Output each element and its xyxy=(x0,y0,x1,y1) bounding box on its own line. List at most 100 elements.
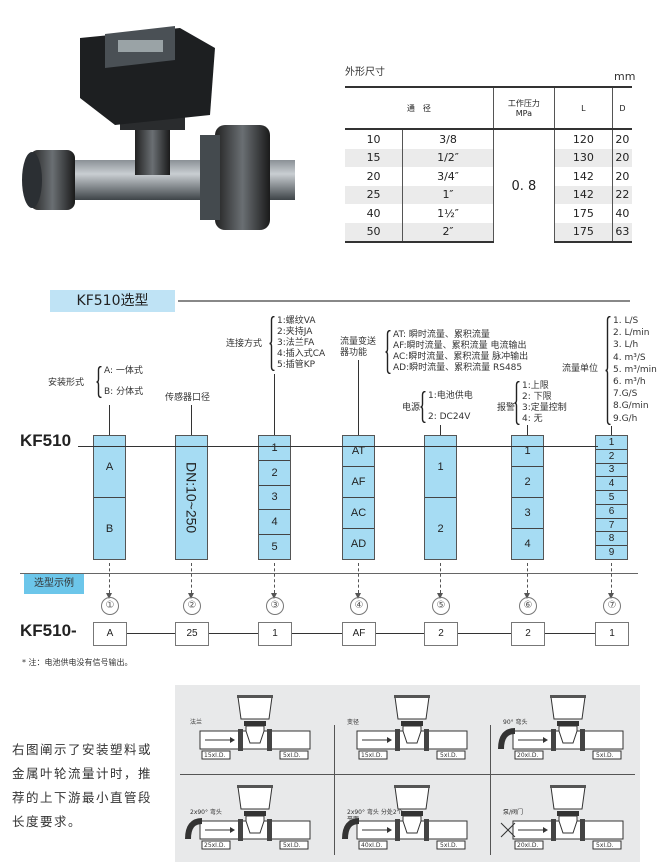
option-cell[interactable]: 3 xyxy=(596,462,627,477)
table-cell: 2″ xyxy=(402,222,494,243)
table-cell: 1½″ xyxy=(402,204,494,223)
option-cell[interactable]: 5 xyxy=(596,490,627,504)
option-cell[interactable]: 2 xyxy=(259,459,290,485)
example-value-box: 2 xyxy=(424,622,458,646)
table-cell: 120 xyxy=(553,129,613,149)
table-cell: 1/2″ xyxy=(402,148,494,167)
arrow-down-icon xyxy=(270,563,277,599)
option-text: 4:插入式CA xyxy=(277,349,326,359)
brace-icon xyxy=(514,381,520,425)
leader-line xyxy=(611,426,612,435)
arrow-down-icon xyxy=(436,563,443,599)
option-text: 5:插管KP xyxy=(277,360,316,370)
option-text: AD:瞬时流量、累积流量 RS485 xyxy=(393,363,523,373)
option-column: DN:10~250 xyxy=(175,435,208,560)
downstream-length: 5xI.D. xyxy=(596,842,614,849)
group-label: 流量单位 xyxy=(562,364,599,374)
downstream-length: 5xI.D. xyxy=(440,842,458,849)
downstream-length: 5xI.D. xyxy=(440,752,458,759)
leader-line xyxy=(527,425,528,435)
option-cell[interactable]: 4 xyxy=(512,528,543,559)
option-cell[interactable]: 2 xyxy=(425,497,456,559)
option-cell[interactable]: 1 xyxy=(524,445,531,457)
option-cell[interactable]: 9 xyxy=(596,545,627,559)
group-label: 电源 xyxy=(402,403,421,413)
leader-line xyxy=(274,374,275,435)
upstream-length: 20xI.D. xyxy=(517,752,539,759)
table-cell: 175 xyxy=(553,204,613,223)
example-value-box: AF xyxy=(342,622,376,646)
option-text: AC:瞬时流量、累积流量 脉冲输出 xyxy=(393,352,529,362)
install-diagram: 变径 15xI.D. 5xI.D. xyxy=(337,687,487,772)
option-text: 3:法兰FA xyxy=(277,338,315,348)
install-diagram: 2x90° 弯头 25xI.D. 5xI.D. xyxy=(180,777,330,862)
option-cell[interactable]: DN:10~250 xyxy=(183,461,200,534)
leader-line xyxy=(109,405,110,435)
table-cell: 20 xyxy=(366,169,381,183)
option-text: 2: DC24V xyxy=(428,412,471,422)
option-cell[interactable]: 4 xyxy=(259,509,290,534)
option-cell[interactable]: AT xyxy=(351,445,366,457)
table-cell: 40 xyxy=(611,204,632,223)
downstream-length: 5xI.D. xyxy=(283,752,301,759)
step-marker: ⑥ xyxy=(519,597,537,615)
option-text: 1:电池供电 xyxy=(428,391,473,401)
group-label: 报警 xyxy=(497,403,516,413)
option-cell[interactable]: 4 xyxy=(596,476,627,490)
pipe-diagram-icon xyxy=(185,785,311,850)
upstream-length: 25xI.D. xyxy=(204,842,226,849)
example-value-box: 2 xyxy=(511,622,545,646)
divider xyxy=(20,573,638,574)
diagram-label: 变径 xyxy=(347,719,360,726)
option-cell[interactable]: 8 xyxy=(596,531,627,545)
table-cell: 130 xyxy=(553,148,613,167)
arrow-down-icon xyxy=(607,563,614,599)
pipe-diagram-icon xyxy=(199,695,311,760)
pipe-diagram-icon xyxy=(500,785,624,850)
diagram-label: 泵/阀门 xyxy=(503,809,524,816)
option-cell[interactable]: AF xyxy=(343,466,374,497)
header-d: D xyxy=(611,86,632,130)
option-cell[interactable]: A xyxy=(105,460,114,473)
option-cell[interactable]: 7 xyxy=(596,517,627,532)
install-description: 右图阐示了安装塑料或金属叶轮流量计时，推荐的上下游最小直管段长度要求。 xyxy=(12,742,153,829)
upstream-length: 15xI.D. xyxy=(204,752,226,759)
option-text: 6. m³/h xyxy=(613,377,646,387)
leader-line xyxy=(191,405,192,435)
brace-icon xyxy=(96,366,102,398)
leader-line xyxy=(440,425,441,435)
option-cell[interactable]: B xyxy=(94,497,125,559)
option-cell[interactable]: 3 xyxy=(512,497,543,528)
example-value-box: A xyxy=(93,622,127,646)
option-cell[interactable]: AD xyxy=(343,528,374,559)
option-cell[interactable]: 1 xyxy=(437,460,444,473)
divider xyxy=(178,300,630,302)
install-diagram: 泵/阀门 20xI.D. 5xI.D. xyxy=(493,777,643,862)
upstream-length: 15xI.D. xyxy=(361,752,383,759)
step-marker: ⑤ xyxy=(432,597,450,615)
option-cell[interactable]: 5 xyxy=(259,534,290,559)
option-cell[interactable]: AC xyxy=(343,497,374,528)
option-cell[interactable]: 6 xyxy=(596,503,627,518)
option-text: 9.G/h xyxy=(613,413,638,424)
option-cell[interactable]: 2 xyxy=(596,448,627,463)
option-text: AT: 瞬时流量、累积流量 xyxy=(393,330,490,340)
option-cell[interactable]: 3 xyxy=(259,484,290,510)
header-bore: 通 径 xyxy=(345,86,494,130)
option-text: 1. L/S xyxy=(613,316,639,326)
option-cell[interactable]: 2 xyxy=(512,466,543,497)
table-cell: 63 xyxy=(611,222,632,243)
option-cell[interactable]: 1 xyxy=(271,441,278,454)
option-cell[interactable]: 1 xyxy=(608,436,615,448)
example-value-box: 1 xyxy=(258,622,292,646)
table-cell: 10 xyxy=(366,132,381,146)
example-value-box: 25 xyxy=(175,622,209,646)
arrow-down-icon xyxy=(354,563,361,599)
brace-icon xyxy=(385,330,391,374)
downstream-length: 5xI.D. xyxy=(596,752,614,759)
